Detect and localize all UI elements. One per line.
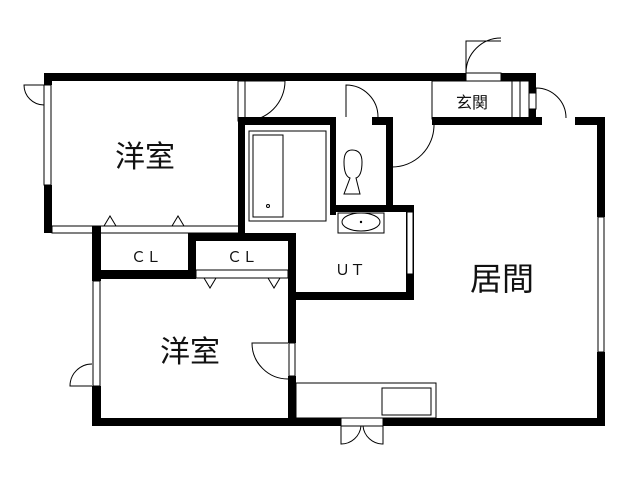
door-swing bbox=[535, 87, 567, 119]
wall bbox=[597, 352, 605, 426]
window-left-upper bbox=[43, 84, 52, 186]
wall bbox=[288, 376, 296, 426]
wall bbox=[597, 117, 605, 217]
balcony-door bbox=[340, 417, 384, 427]
door-frame bbox=[406, 211, 414, 275]
door-swing bbox=[345, 84, 379, 118]
room-label-utility: ＵＴ bbox=[335, 261, 365, 279]
wall bbox=[296, 292, 414, 300]
room-label-western-2: 洋室 bbox=[160, 335, 220, 370]
wall bbox=[238, 117, 245, 235]
toilet-icon bbox=[343, 149, 363, 195]
door-frame bbox=[288, 342, 296, 377]
wall bbox=[372, 117, 392, 125]
closet-door-marks bbox=[103, 215, 185, 227]
wall bbox=[44, 73, 52, 85]
wall bbox=[92, 226, 101, 281]
balcony-door-swing bbox=[340, 425, 384, 445]
door-swing bbox=[69, 363, 93, 387]
drain bbox=[359, 220, 363, 224]
kitchen-sink bbox=[381, 387, 432, 416]
room-label-living: 居間 bbox=[470, 260, 534, 298]
wall bbox=[238, 117, 336, 125]
wall bbox=[92, 270, 196, 279]
wall bbox=[288, 233, 296, 343]
washbasin-icon bbox=[341, 212, 381, 232]
door-swing bbox=[391, 124, 435, 168]
wall bbox=[386, 117, 393, 212]
room-label-closet-1: ＣＬ bbox=[131, 248, 161, 266]
door-swing bbox=[465, 40, 501, 73]
room-label-closet-2: ＣＬ bbox=[227, 248, 257, 266]
door-swing bbox=[251, 342, 289, 380]
door-swing bbox=[244, 80, 286, 122]
door-swing bbox=[23, 84, 45, 106]
wall bbox=[44, 185, 52, 233]
door-swings bbox=[23, 37, 567, 445]
wall bbox=[196, 233, 294, 241]
room-label-western-1: 洋室 bbox=[115, 140, 175, 175]
fixtures bbox=[248, 130, 385, 234]
wall bbox=[188, 233, 196, 279]
bathroom bbox=[248, 130, 327, 222]
walls bbox=[43, 72, 605, 427]
door-frame bbox=[528, 92, 537, 110]
door-swing bbox=[465, 37, 502, 74]
wall bbox=[330, 125, 336, 215]
entrance-area bbox=[431, 80, 530, 120]
kitchen-counter bbox=[295, 382, 437, 419]
door-frame bbox=[237, 80, 246, 122]
wall bbox=[575, 117, 605, 125]
drain bbox=[266, 204, 270, 208]
window-right bbox=[597, 216, 605, 353]
wall bbox=[92, 386, 101, 426]
window-left-lower bbox=[92, 280, 101, 387]
wall bbox=[432, 117, 542, 125]
closet-door-marks bbox=[203, 277, 281, 289]
entrance-door-opening bbox=[465, 72, 502, 82]
room-labels: 洋室 洋室 ＣＬ ＣＬ ＵＴ 居間 玄関 bbox=[115, 93, 534, 370]
closet-door-line bbox=[51, 225, 241, 234]
wall bbox=[336, 205, 414, 212]
closet-door-line bbox=[195, 269, 289, 279]
wall-top bbox=[44, 73, 536, 81]
room-label-entrance: 玄関 bbox=[456, 93, 488, 112]
bathtub-icon bbox=[252, 134, 284, 218]
